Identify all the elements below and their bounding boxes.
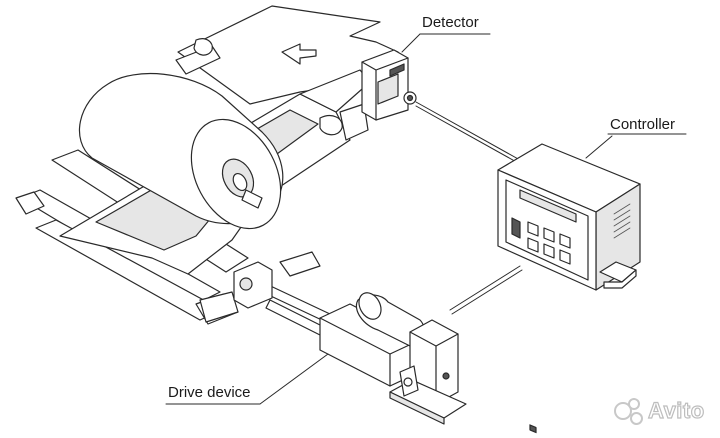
indicator-led [529, 424, 537, 434]
controller [497, 133, 687, 434]
cables [415, 101, 523, 315]
watermark-logo-icon [612, 398, 643, 425]
watermark: Avito [612, 397, 705, 425]
drive-device [165, 261, 467, 425]
material-roll [78, 72, 284, 230]
detector-leader-diagonal [401, 33, 421, 53]
detector [361, 49, 417, 121]
watermark-text: Avito [647, 397, 705, 423]
drive-device-label: Drive device [168, 384, 251, 401]
controller-buttons [527, 221, 571, 265]
detector-label: Detector [422, 14, 479, 31]
direction-arrow-icon [281, 43, 317, 65]
controller-label: Controller [610, 116, 676, 133]
